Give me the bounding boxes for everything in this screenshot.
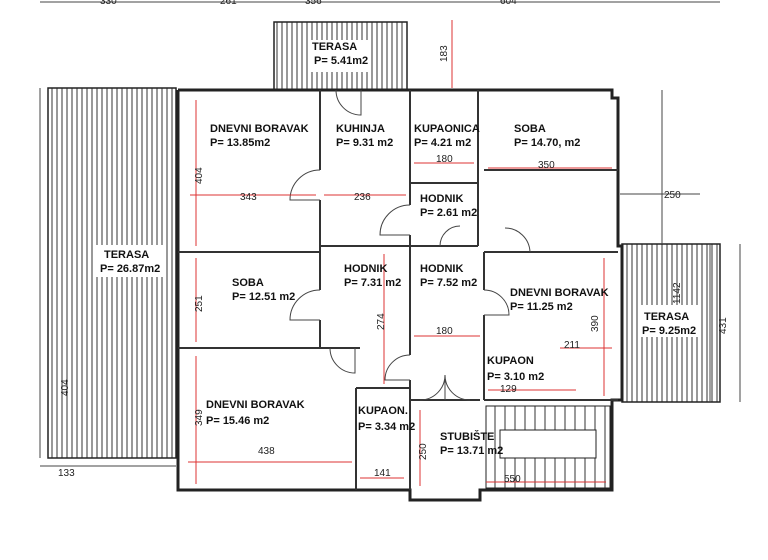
dim-183: 183 [439,45,450,62]
bedroom-1-area: P= 14.70, m2 [514,137,580,149]
terrace-left-name: TERASA [104,249,149,261]
room-labels: TERASA P= 5.41m2 TERASA P= 26.87m2 TERAS… [100,41,696,457]
bedroom-1-name: SOBA [514,123,546,135]
living-room-3-area: P= 15.46 m2 [206,415,269,427]
terrace-top-label-bg [310,40,370,72]
living-room-2-area: P= 11.25 m2 [510,301,573,313]
kitchen-name: KUHINJA [336,123,385,135]
bathroom-3-name: KUPAON. [358,405,408,417]
dim-350: 350 [538,160,555,171]
dim-390: 390 [590,315,601,332]
hallway-small-name: HODNIK [420,193,463,205]
bedroom-2-name: SOBA [232,277,264,289]
bathroom-3-area: P= 3.34 m2 [358,421,415,433]
kitchen-area: P= 9.31 m2 [336,137,393,149]
living-room-1-area: P= 13.85m2 [210,137,270,149]
living-room-2-name: DNEVNI BORAVAK [510,287,609,299]
dim-211: 211 [564,340,580,351]
staircase-name: STUBIŠTE [440,430,494,443]
staircase-area: P= 13.71 m2 [440,445,503,457]
dim-250-right: 250 [664,190,681,201]
hallway-1-area: P= 7.31 m2 [344,277,401,289]
hallway-small-area: P= 2.61 m2 [420,207,477,219]
dim-top-3: 356 [305,0,322,7]
dim-141: 141 [374,468,391,479]
door-swings [289,89,531,401]
top-dimension-line: 330 261 356 604 [40,0,720,7]
dim-550: 550 [504,474,521,485]
terrace-left-area: P= 26.87m2 [100,263,160,275]
terrace-right-label-bg [640,305,700,337]
dimension-values: 343 236 180 350 250 180 211 129 438 141 … [58,45,729,485]
dim-top-2: 261 [220,0,237,7]
dim-top-1: 330 [100,0,117,7]
dim-404-room: 404 [194,167,205,184]
bathroom-area: P= 4.21 m2 [414,137,471,149]
bathroom-2-area: P= 3.10 m2 [487,371,544,383]
terrace-top-name: TERASA [312,41,357,53]
dim-180-top: 180 [436,154,453,165]
hallway-1-name: HODNIK [344,263,387,275]
dim-438: 438 [258,446,275,457]
terrace-left-label-bg [96,245,166,277]
bedroom-2-area: P= 12.51 m2 [232,291,295,303]
living-room-3-name: DNEVNI BORAVAK [206,399,305,411]
dim-251: 251 [194,295,205,312]
dim-236: 236 [354,192,371,203]
dim-180-mid: 180 [436,326,453,337]
living-room-1-name: DNEVNI BORAVAK [210,123,309,135]
terrace-top-area: P= 5.41m2 [314,55,368,67]
dimension-lines [39,20,741,486]
dim-1142: 1142 [672,282,683,304]
dim-133: 133 [58,468,75,479]
dim-349: 349 [194,409,205,426]
terrace-right-area: P= 9.25m2 [642,325,696,337]
bathroom-name: KUPAONICA [414,123,480,135]
dim-431: 431 [718,317,729,334]
hallway-2-name: HODNIK [420,263,463,275]
dim-250-stairs: 250 [418,443,429,460]
dim-129: 129 [500,384,517,395]
stairs-landing [499,429,597,459]
dim-404-left: 404 [60,379,71,396]
dim-343: 343 [240,192,257,203]
terrace-right-name: TERASA [644,311,689,323]
dim-274: 274 [376,313,387,330]
dim-top-4: 604 [500,0,517,7]
bathroom-2-name: KUPAON [487,355,534,367]
hallway-2-area: P= 7.52 m2 [420,277,477,289]
interior-walls [178,90,618,490]
